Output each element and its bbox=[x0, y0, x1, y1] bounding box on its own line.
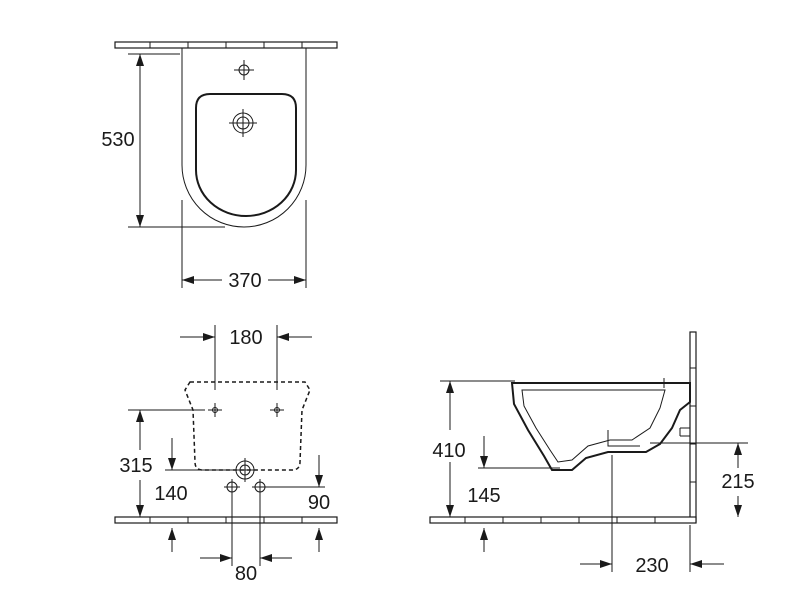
top-wall-strip bbox=[114, 41, 338, 49]
front-floor-strip bbox=[114, 516, 338, 524]
dim-label-180: 180 bbox=[229, 327, 262, 349]
tap-hole-marker bbox=[234, 60, 254, 80]
dim-line-370 bbox=[181, 200, 307, 288]
dim-label-370: 370 bbox=[228, 270, 261, 292]
mount-bolt-right bbox=[270, 403, 284, 417]
dim-line-315 bbox=[128, 409, 205, 517]
dim-label-530: 530 bbox=[101, 129, 134, 151]
dim-label-145: 145 bbox=[467, 485, 500, 507]
front-view: 180 315 140 90 bbox=[114, 325, 338, 585]
dim-line-530 bbox=[128, 53, 225, 228]
side-bidet-inner bbox=[521, 389, 666, 463]
side-drain-connection bbox=[607, 430, 640, 447]
dim-label-410: 410 bbox=[432, 440, 465, 462]
supply-pipe-right bbox=[252, 479, 268, 495]
dim-line-145 bbox=[478, 436, 560, 552]
side-bidet-profile bbox=[510, 382, 691, 471]
top-view: 530 370 bbox=[101, 41, 338, 292]
dim-label-315: 315 bbox=[119, 455, 152, 477]
top-outer-body bbox=[181, 48, 307, 228]
dim-label-90: 90 bbox=[308, 492, 330, 514]
supply-pipe-left bbox=[224, 479, 240, 495]
dim-line-180 bbox=[180, 325, 312, 390]
front-dashed-outline bbox=[184, 381, 311, 471]
dim-line-90 bbox=[268, 455, 325, 552]
dim-line-215 bbox=[650, 442, 748, 517]
dim-line-140 bbox=[165, 438, 233, 552]
side-wall-strip bbox=[689, 331, 697, 523]
mount-bolt-left bbox=[208, 403, 222, 417]
side-floor-strip bbox=[429, 516, 697, 524]
dim-line-410 bbox=[440, 380, 515, 517]
dim-line-80 bbox=[200, 495, 292, 566]
dim-line-230 bbox=[580, 455, 724, 572]
dim-label-230: 230 bbox=[635, 555, 668, 577]
top-inner-basin bbox=[195, 93, 297, 217]
front-drain-outlet bbox=[233, 458, 257, 482]
drain-marker bbox=[229, 109, 257, 137]
dim-label-215: 215 bbox=[721, 471, 754, 493]
dim-label-140: 140 bbox=[154, 483, 187, 505]
dim-label-80: 80 bbox=[235, 563, 257, 585]
side-view: 410 145 215 230 bbox=[429, 331, 755, 577]
